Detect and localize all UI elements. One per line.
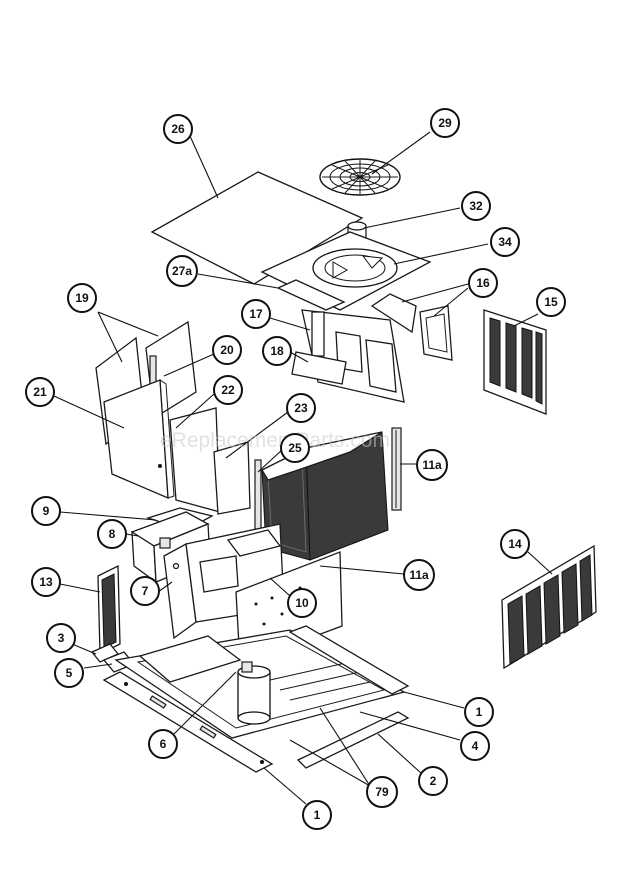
callout-11a-bottom: 11a	[403, 559, 435, 591]
callout-25: 25	[280, 433, 310, 463]
coil-end-strip	[391, 427, 402, 511]
callout-23: 23	[286, 393, 316, 423]
callout-29: 29	[430, 108, 460, 138]
callout-16: 16	[468, 268, 498, 298]
svg-text:14: 14	[508, 537, 522, 551]
svg-text:1: 1	[476, 705, 483, 719]
callout-5: 5	[54, 658, 84, 688]
svg-text:4: 4	[472, 739, 479, 753]
svg-text:15: 15	[544, 295, 558, 309]
svg-text:23: 23	[294, 401, 308, 415]
svg-text:19: 19	[75, 291, 89, 305]
svg-text:22: 22	[221, 383, 235, 397]
svg-text:11a: 11a	[422, 458, 442, 472]
callout-13: 13	[31, 567, 61, 597]
callout-22: 22	[213, 375, 243, 405]
callout-32: 32	[461, 191, 491, 221]
front-access-panel	[103, 379, 175, 500]
front-louver-panel	[501, 544, 597, 670]
svg-text:18: 18	[270, 344, 284, 358]
svg-text:21: 21	[33, 385, 47, 399]
base-rail-right	[288, 625, 410, 695]
fan-orifice-panel	[260, 231, 432, 311]
svg-text:20: 20	[220, 343, 234, 357]
callout-26: 26	[163, 114, 193, 144]
callout-79: 79	[366, 776, 398, 808]
svg-text:11a: 11a	[409, 568, 429, 582]
left-louver-strip	[97, 564, 121, 656]
callout-15: 15	[536, 287, 566, 317]
callout-7: 7	[130, 576, 160, 606]
svg-text:26: 26	[171, 122, 185, 136]
callout-10: 10	[287, 588, 317, 618]
svg-text:17: 17	[249, 307, 263, 321]
svg-text:13: 13	[39, 575, 53, 589]
compressor	[237, 661, 271, 725]
divider-panel	[213, 441, 251, 515]
top-cover-panel	[150, 171, 364, 285]
callout-3: 3	[46, 623, 76, 653]
svg-text:2: 2	[430, 774, 437, 788]
svg-text:7: 7	[142, 584, 149, 598]
svg-text:9: 9	[43, 504, 50, 518]
fan-guard-grille	[319, 158, 401, 196]
svg-text:10: 10	[295, 596, 309, 610]
base-rail-bottom	[296, 711, 410, 769]
leader-lines	[53, 131, 553, 805]
svg-text:8: 8	[109, 527, 116, 541]
callout-20: 20	[212, 335, 242, 365]
callout-8: 8	[97, 519, 127, 549]
right-louver-panel	[483, 309, 547, 415]
svg-text:27a: 27a	[172, 264, 192, 278]
callout-17: 17	[241, 299, 271, 329]
callout-19: 19	[67, 283, 97, 313]
svg-text:16: 16	[476, 276, 490, 290]
svg-text:32: 32	[469, 199, 483, 213]
svg-text:5: 5	[66, 666, 73, 680]
base-rail-front	[102, 671, 274, 773]
callout-1-right: 1	[464, 697, 494, 727]
callout-18: 18	[262, 336, 292, 366]
callout-4: 4	[460, 731, 490, 761]
svg-text:29: 29	[438, 116, 452, 130]
svg-text:1: 1	[314, 808, 321, 822]
watermark-text: eReplacementParts.com	[160, 429, 390, 452]
callout-6: 6	[148, 729, 178, 759]
svg-text:3: 3	[58, 631, 65, 645]
callout-2: 2	[418, 766, 448, 796]
inner-panel	[169, 407, 221, 513]
svg-text:6: 6	[160, 737, 167, 751]
condenser-coil	[261, 431, 389, 561]
callout-14: 14	[500, 529, 530, 559]
callout-11a-top: 11a	[416, 449, 448, 481]
svg-text:79: 79	[375, 785, 389, 799]
callout-34: 34	[490, 227, 520, 257]
access-panel-upper	[370, 293, 417, 334]
callout-27a: 27a	[166, 255, 198, 287]
callout-1-bottom: 1	[302, 800, 332, 830]
svg-text:34: 34	[498, 235, 512, 249]
callout-21: 21	[25, 377, 55, 407]
svg-text:25: 25	[288, 441, 302, 455]
callout-9: 9	[31, 496, 61, 526]
